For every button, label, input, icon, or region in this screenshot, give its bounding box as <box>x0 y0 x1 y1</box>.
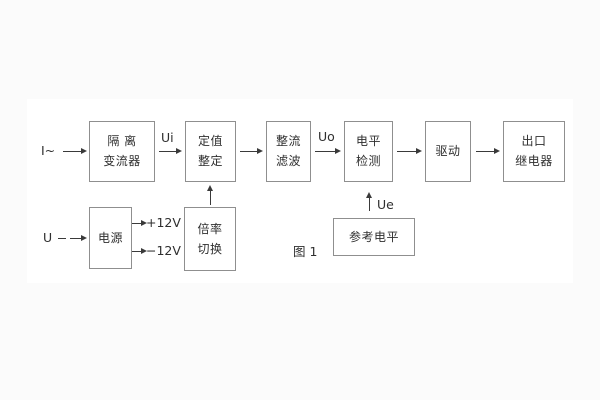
block-output-relay: 出口 继电器 <box>503 121 565 182</box>
arrow-voltage-dash <box>58 238 66 239</box>
arrow-power-plus12v <box>132 220 147 226</box>
arrow-current-to-isolation <box>63 148 87 154</box>
arrow-isolation-to-setting <box>159 148 182 154</box>
block-ratio-switch: 倍率 切换 <box>184 207 236 271</box>
block-rectify-label-1: 整流 <box>275 134 301 148</box>
signal-uo-label: Uo <box>318 129 335 144</box>
signal-plus12v-label: +12V <box>146 215 181 230</box>
signal-ue-label: Ue <box>377 197 394 212</box>
block-setting-label-1: 定值 <box>197 134 223 148</box>
block-drive-label: 驱动 <box>435 144 461 158</box>
block-ratio-label-2: 切换 <box>197 241 223 256</box>
block-rectify-label-2: 滤波 <box>275 154 301 168</box>
block-ratio-label-1: 倍率 <box>197 221 223 236</box>
block-power-label: 电源 <box>97 230 123 245</box>
block-drive: 驱动 <box>425 121 471 182</box>
input-current-label: I~ <box>41 143 56 158</box>
block-reference-label: 参考电平 <box>348 229 399 244</box>
block-rectify-filter: 整流 滤波 <box>266 121 311 182</box>
block-output-label-2: 继电器 <box>515 154 553 168</box>
block-level-label-2: 检测 <box>355 154 381 168</box>
arrow-ratio-to-setting <box>207 185 213 205</box>
arrow-drive-to-output <box>476 148 500 154</box>
figure-caption: 图 1 <box>293 244 318 259</box>
arrow-setting-to-rectify <box>240 148 263 154</box>
block-isolation-label-1: 隔 离 <box>107 134 137 148</box>
input-voltage-label: U <box>43 230 53 245</box>
arrow-reference-to-level <box>366 192 372 211</box>
arrow-voltage-to-power <box>70 235 87 241</box>
arrow-power-minus12v <box>132 248 147 254</box>
block-reference-level: 参考电平 <box>333 218 415 256</box>
block-setting-adjust: 定值 整定 <box>185 121 236 182</box>
block-power-supply: 电源 <box>89 207 132 269</box>
block-level-detect: 电平 检测 <box>344 121 393 182</box>
block-isolation-transformer: 隔 离 变流器 <box>89 121 155 182</box>
block-level-label-1: 电平 <box>355 134 381 148</box>
block-setting-label-2: 整定 <box>197 154 223 168</box>
block-isolation-label-2: 变流器 <box>103 154 141 168</box>
arrow-level-to-drive <box>397 148 422 154</box>
signal-minus12v-label: −12V <box>146 243 181 258</box>
block-output-label-1: 出口 <box>521 134 547 148</box>
signal-ui-label: Ui <box>161 130 174 145</box>
arrow-rectify-to-level <box>315 148 341 154</box>
